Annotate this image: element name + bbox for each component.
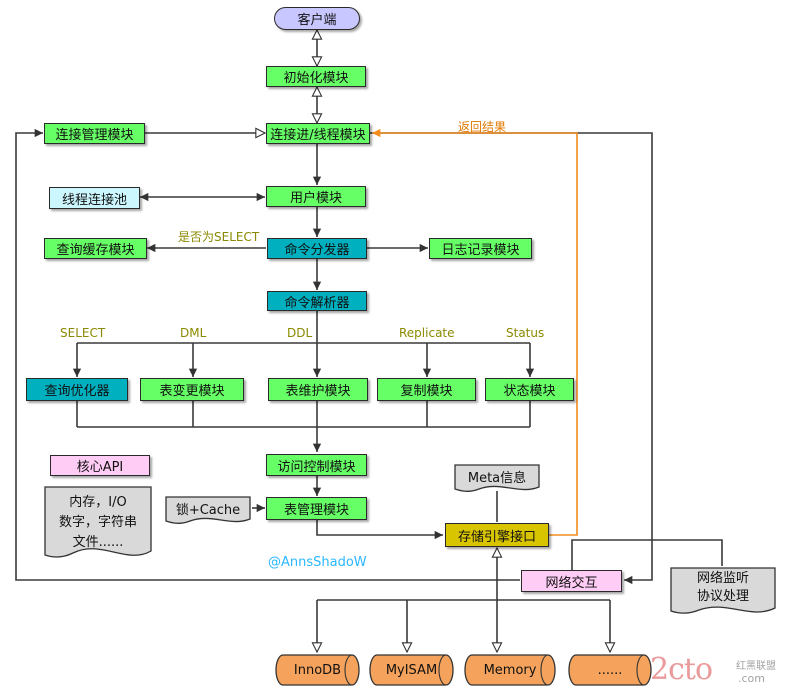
cylinder-shape xyxy=(369,654,454,686)
return-result-label: 返回结果 xyxy=(458,120,507,134)
doc-shape xyxy=(44,486,152,558)
table-storage-link xyxy=(316,520,443,540)
conn-mgmt-module-node: 连接管理模块 xyxy=(44,123,145,144)
table-mgmt-module-label: 表管理模块 xyxy=(283,503,349,518)
core-api-label: 核心API xyxy=(76,460,124,475)
core-api-doc-line3: 文件...... xyxy=(72,535,124,550)
query-optimizer-node: 查询优化器 xyxy=(26,378,128,401)
net-monitor-line1: 网络监听 xyxy=(696,571,749,586)
logo-brand: 2cto xyxy=(650,652,713,687)
conn-thread-module-label: 连接进/线程模块 xyxy=(270,128,366,143)
storage-engine-if-node: 存储引擎接口 xyxy=(445,523,549,547)
thread-pool-label: 线程连接池 xyxy=(61,192,127,208)
network-interaction-label: 网络交互 xyxy=(545,575,598,591)
table-mgmt-module-node: 表管理模块 xyxy=(266,497,367,520)
conn-mgmt-module-label: 连接管理模块 xyxy=(55,128,134,143)
cmd-dispatcher-label: 命令分发器 xyxy=(284,243,350,258)
engine-memory: Memory xyxy=(464,654,556,686)
meta-info-label: Meta信息 xyxy=(467,471,527,486)
cylinder-shape xyxy=(464,654,556,686)
replication-module-label: 复制模块 xyxy=(400,384,453,399)
return-result-path xyxy=(372,128,578,536)
user-module-label: 用户模块 xyxy=(289,191,342,206)
logo-domain: .com xyxy=(738,672,765,685)
core-api-doc-line2: 数字，字符串 xyxy=(58,515,137,530)
cylinder-shape xyxy=(568,654,652,686)
init-module-label: 初始化模块 xyxy=(283,71,349,86)
conn-thread-module-node: 连接进/线程模块 xyxy=(266,123,370,144)
cylinder-shape xyxy=(275,654,360,686)
user-module-node: 用户模块 xyxy=(266,186,366,207)
table-maint-module-node: 表维护模块 xyxy=(268,378,368,401)
core-api-node: 核心API xyxy=(50,455,150,476)
table-change-module-node: 表变更模块 xyxy=(140,378,244,401)
logo-side-text: 红黑联盟 xyxy=(736,661,776,672)
cmd-parser-label: 命令解析器 xyxy=(284,295,350,311)
client-node: 客户端 xyxy=(274,7,360,30)
table-maint-module-label: 表维护模块 xyxy=(285,384,351,399)
connthread-network-link xyxy=(370,132,653,585)
query-cache-module-node: 查询缓存模块 xyxy=(44,238,147,259)
engine-more-label: ...... xyxy=(597,662,623,678)
doc-shape xyxy=(454,464,540,492)
meta-info-doc: Meta信息 xyxy=(453,463,541,493)
branch-replicate-label: Replicate xyxy=(399,326,455,340)
branch-status-label: Status xyxy=(506,326,545,340)
engine-innodb-label: InnoDB xyxy=(293,662,342,678)
net-monitor-doc: 网络监听 协议处理 xyxy=(669,566,777,618)
network-interaction-node: 网络交互 xyxy=(521,570,622,592)
monitor-network-link xyxy=(571,539,723,580)
core-api-doc: 内存，I/O 数字，字符串 文件...... xyxy=(43,485,153,565)
engine-myisam-label: MyISAM xyxy=(385,662,438,678)
client-label: 客户端 xyxy=(297,13,337,28)
doc-shape xyxy=(670,567,776,614)
core-api-doc-line1: 内存，I/O xyxy=(69,495,127,510)
engine-innodb: InnoDB xyxy=(275,654,360,686)
status-module-node: 状态模块 xyxy=(485,378,574,401)
engine-memory-label: Memory xyxy=(483,662,537,678)
storage-engine-if-label: 存储引擎接口 xyxy=(457,529,536,545)
engine-myisam: MyISAM xyxy=(369,654,454,686)
cmd-parser-node: 命令解析器 xyxy=(267,291,367,311)
thread-pool-node: 线程连接池 xyxy=(49,187,140,209)
lock-cache-doc: 锁+Cache xyxy=(164,495,252,525)
table-change-module-label: 表变更模块 xyxy=(159,384,225,399)
query-optimizer-label: 查询优化器 xyxy=(44,384,110,399)
lock-cache-label: 锁+Cache xyxy=(175,503,241,518)
branch-ddl-label: DDL xyxy=(287,326,313,340)
access-control-module-node: 访问控制模块 xyxy=(266,454,367,476)
branch-dml-label: DML xyxy=(180,326,207,340)
init-module-node: 初始化模块 xyxy=(266,66,366,87)
cmd-dispatcher-node: 命令分发器 xyxy=(267,238,367,259)
engine-more: ...... xyxy=(568,654,652,686)
network-connmgmt-link xyxy=(15,128,520,581)
replication-module-node: 复制模块 xyxy=(377,378,476,401)
log-module-label: 日志记录模块 xyxy=(441,243,520,258)
site-logo: 2cto 红黑联盟 .com xyxy=(650,652,782,692)
log-module-node: 日志记录模块 xyxy=(429,238,532,259)
is-select-label: 是否为SELECT xyxy=(178,230,260,244)
doc-shape xyxy=(165,496,251,524)
net-monitor-line2: 协议处理 xyxy=(696,589,749,604)
status-module-label: 状态模块 xyxy=(503,384,556,399)
author-watermark: @AnnsShadoW xyxy=(268,555,367,570)
access-control-module-label: 访问控制模块 xyxy=(277,459,356,475)
branch-select-label: SELECT xyxy=(60,326,106,340)
query-cache-module-label: 查询缓存模块 xyxy=(56,243,135,258)
